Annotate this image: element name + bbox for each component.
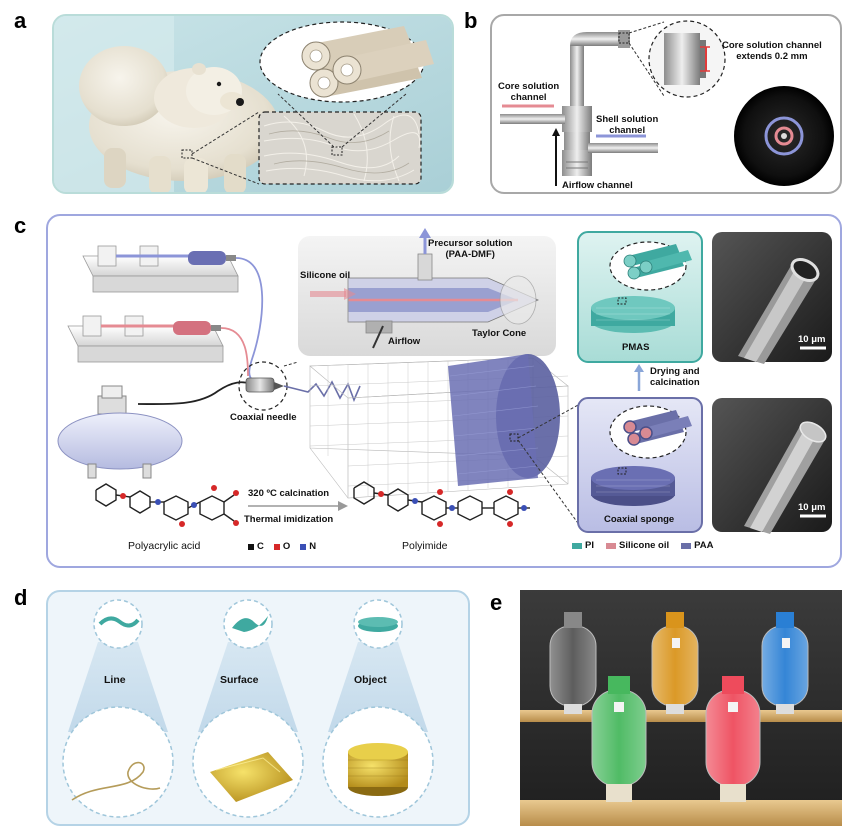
nozzle-cross-section: [347, 253, 539, 334]
polyimide-label: Polyimide: [402, 540, 448, 552]
panel-e: [520, 590, 842, 826]
precursor-solution-label: Precursor solution (PAA-DMF): [428, 238, 513, 260]
polyimide-molecule: [353, 481, 530, 521]
thermal-imidization-label: Thermal imidization: [244, 514, 334, 525]
coaxial-sponge-label: Coaxial sponge: [604, 514, 675, 525]
object-label: Object: [354, 674, 387, 686]
pi-legend-label: PI: [585, 540, 594, 551]
panel-label-b: b: [464, 8, 478, 33]
extends-note-label: Core solution channel extends 0.2 mm: [722, 40, 822, 62]
oxygen-legend-label: O: [282, 541, 291, 552]
nitrogen-legend-label: N: [309, 541, 317, 552]
jar-green: [591, 676, 647, 802]
panel-c: Precursor solution (PAA-DMF) Silicone oi…: [46, 214, 842, 568]
pi-swatch: [572, 542, 582, 549]
core-solution-label: Core solution channel: [498, 81, 560, 103]
airflow-channel-label: Airflow channel: [562, 180, 633, 191]
scale-bar-top-label: 10 μm: [798, 334, 826, 345]
paa-swatch: [681, 542, 692, 549]
calcination-label: 320 ºC calcination: [248, 488, 330, 499]
oxygen-swatch: [273, 543, 280, 550]
jar-orange: [651, 612, 699, 714]
sem-hollow-fiber: [738, 258, 820, 364]
silicone-oil-swatch: [605, 542, 616, 549]
object-cylinder: [348, 743, 408, 796]
hollow-fiber-bundle: [301, 26, 434, 98]
jar-blue: [761, 612, 809, 714]
atom-legend: C O N: [248, 541, 316, 552]
electrospinning-setup: [57, 228, 832, 534]
polar-bear-illustration: [54, 16, 452, 192]
sem-solid-fiber: [744, 421, 827, 534]
jar-clear: [549, 612, 597, 714]
polyacrylic-acid-label: Polyacrylic acid: [128, 540, 201, 552]
panel-label-a: a: [14, 8, 27, 33]
line-label: Line: [104, 674, 126, 686]
coaxial-needle-schematic: [500, 20, 834, 186]
material-legend: PI Silicone oil PAA: [572, 540, 714, 551]
nitrogen-swatch: [300, 543, 307, 550]
coaxial-needle-label: Coaxial needle: [230, 412, 297, 423]
jar-red: [705, 676, 761, 802]
panel-a: [52, 14, 454, 194]
drying-calcination-label: Drying and calcination: [650, 366, 700, 388]
colored-sponge-jars-photo: [520, 590, 842, 826]
scale-bar-bottom-label: 10 μm: [798, 502, 826, 513]
pmas-label: PMAS: [622, 342, 650, 353]
panel-b: Core solution channel Shell solution cha…: [490, 14, 842, 194]
panel-label-c: c: [14, 213, 27, 238]
panel-label-d: d: [14, 585, 28, 610]
paa-legend-label: PAA: [694, 540, 714, 551]
pi-hollow-fibers: [623, 244, 692, 280]
macro-structures: [62, 599, 434, 818]
taylor-cone-label: Taylor Cone: [472, 328, 527, 339]
syringe-pump-top: [82, 245, 239, 293]
panel-label-e: e: [490, 590, 503, 615]
surface-label: Surface: [220, 674, 259, 686]
carbon-swatch: [248, 543, 254, 550]
line-fiber: [71, 761, 161, 801]
silicone-oil-legend-label: Silicone oil: [618, 540, 670, 551]
panel-d: Line Surface Object: [46, 590, 470, 826]
carbon-legend-label: C: [257, 541, 264, 552]
polyacrylic-acid-molecule: [95, 483, 235, 522]
air-compressor: [57, 385, 183, 479]
syringe-pump-bottom: [67, 315, 224, 363]
coaxial-fibers: [623, 410, 692, 446]
silicone-oil-label: Silicone oil: [300, 270, 351, 281]
airflow-label: Airflow: [388, 336, 421, 347]
surface-film: [210, 752, 293, 802]
shell-solution-label: Shell solution channel: [596, 114, 659, 136]
